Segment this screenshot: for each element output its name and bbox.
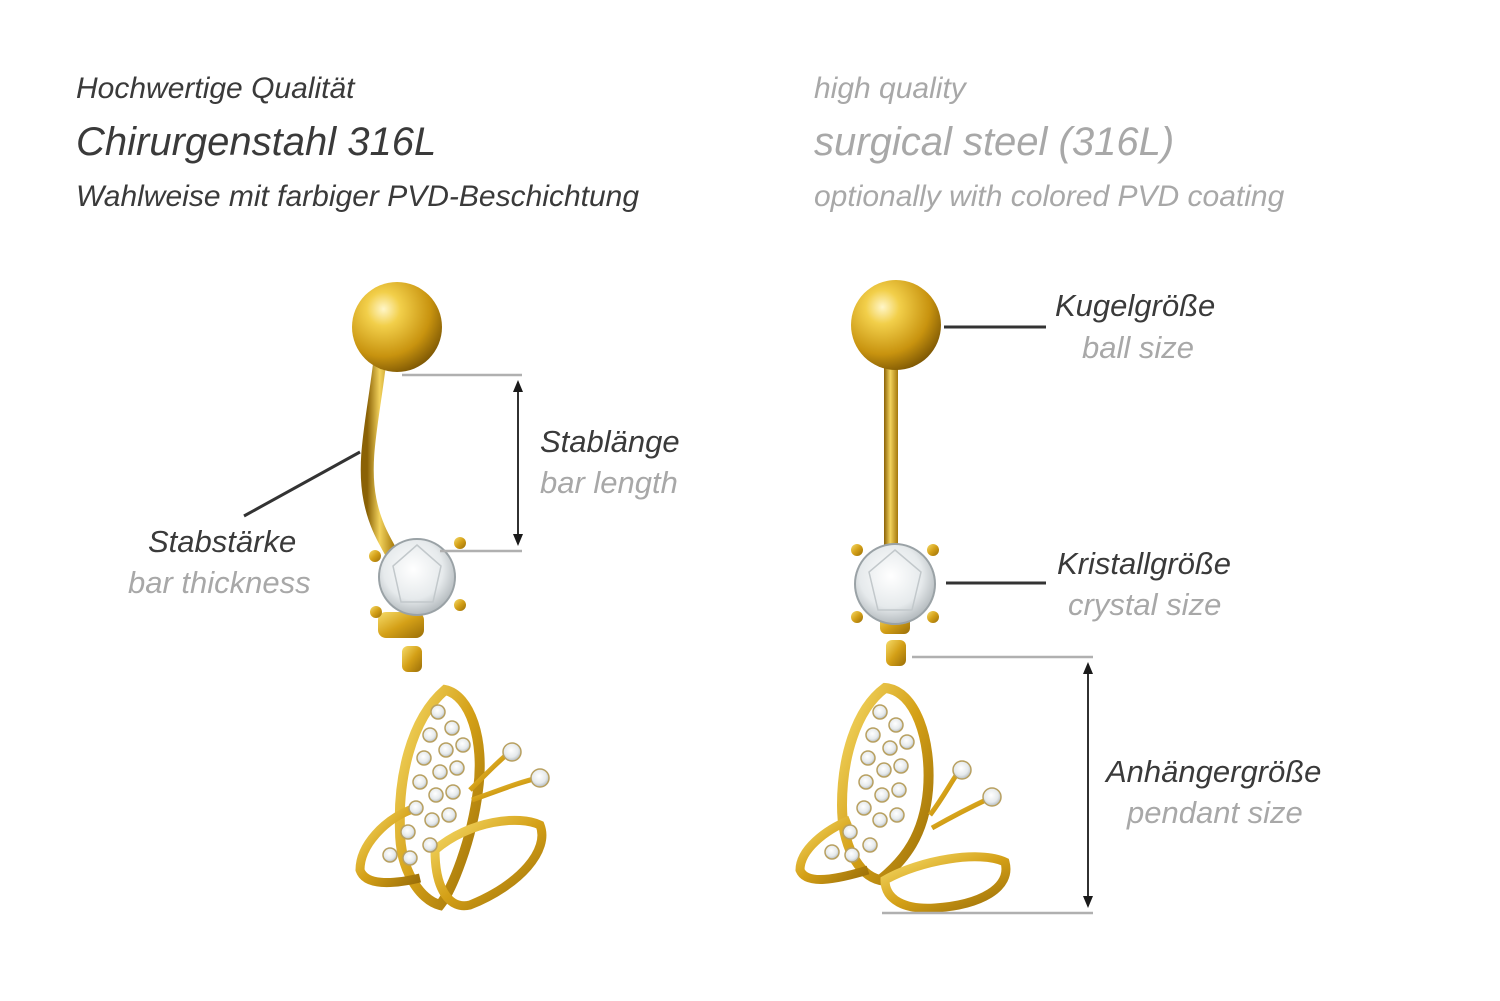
header-en-quality: high quality	[814, 72, 966, 105]
left-butterfly-pendant	[355, 684, 550, 911]
left-curved-bar	[360, 353, 402, 567]
header-en-coating: optionally with colored PVD coating	[814, 180, 1285, 213]
left-crystal	[378, 538, 456, 616]
label-pendant-size-en: pendant size	[1127, 795, 1303, 830]
left-crystal-setting	[369, 537, 466, 638]
header-de-material: Chirurgenstahl 316L	[76, 120, 437, 164]
label-bar-length-en: bar length	[540, 465, 678, 500]
right-crystal-setting	[851, 543, 939, 634]
label-crystal-size-de: Kristallgröße	[1057, 546, 1231, 581]
right-butterfly-pendant	[795, 682, 1011, 913]
left-bar-thickness-pointer	[243, 450, 361, 518]
right-pendant-link	[886, 640, 906, 666]
left-piercing	[243, 282, 550, 911]
right-crystal	[854, 543, 936, 625]
left-pendant-link	[402, 646, 422, 672]
label-bar-thickness-de: Stabstärke	[148, 524, 297, 559]
right-ball	[851, 280, 941, 370]
label-pendant-size-de: Anhängergröße	[1106, 754, 1322, 789]
right-piercing	[795, 280, 1093, 915]
label-ball-size-en: ball size	[1082, 330, 1194, 365]
right-straight-bar	[884, 362, 898, 547]
header-en-material: surgical steel (316L)	[814, 120, 1175, 164]
label-bar-thickness-en: bar thickness	[128, 565, 311, 600]
label-crystal-size-en: crystal size	[1068, 587, 1222, 622]
header-de-quality: Hochwertige Qualität	[76, 72, 355, 105]
label-bar-length-de: Stablänge	[540, 424, 680, 459]
left-ball	[352, 282, 442, 372]
label-ball-size-de: Kugelgröße	[1055, 288, 1216, 323]
header-de-coating: Wahlweise mit farbiger PVD-Beschichtung	[76, 180, 640, 213]
